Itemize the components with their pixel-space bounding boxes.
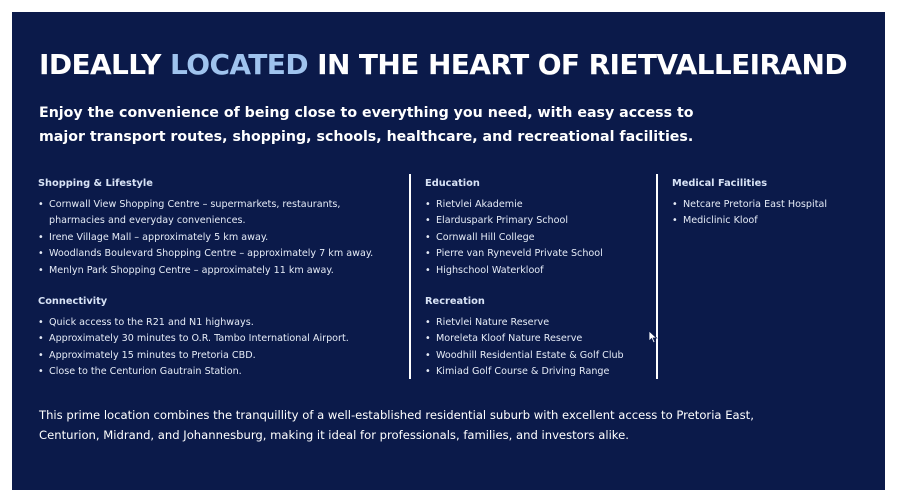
- list-education: Rietvlei AkademieElarduspark Primary Sch…: [425, 197, 657, 279]
- closing-text: This prime location combines the tranqui…: [39, 408, 754, 442]
- list-shopping: Cornwall View Shopping Centre – supermar…: [38, 197, 390, 279]
- intro-text: Enjoy the convenience of being close to …: [39, 105, 694, 145]
- column-right: Medical Facilities Netcare Pretoria East…: [672, 176, 872, 230]
- list-medical: Netcare Pretoria East HospitalMediclinic…: [672, 197, 872, 230]
- list-item: Rietvlei Nature Reserve: [425, 315, 657, 332]
- list-item: Mediclinic Kloof: [672, 213, 872, 230]
- list-item: Quick access to the R21 and N1 highways.: [38, 315, 390, 332]
- list-item: Close to the Centurion Gautrain Station.: [38, 364, 390, 381]
- list-item: Elarduspark Primary School: [425, 213, 657, 230]
- column-divider-1: [409, 174, 411, 379]
- section-title-education: Education: [425, 178, 480, 189]
- list-connectivity: Quick access to the R21 and N1 highways.…: [38, 315, 390, 381]
- page-headline: IDEALLY LOCATED IN THE HEART OF RIETVALL…: [39, 48, 848, 82]
- list-item: Netcare Pretoria East Hospital: [672, 197, 872, 214]
- section-education: Education Rietvlei AkademieElarduspark P…: [425, 176, 657, 279]
- list-recreation: Rietvlei Nature ReserveMoreleta Kloof Na…: [425, 315, 657, 381]
- section-medical: Medical Facilities Netcare Pretoria East…: [672, 176, 872, 230]
- column-left: Shopping & Lifestyle Cornwall View Shopp…: [38, 176, 390, 381]
- list-item: Woodhill Residential Estate & Golf Club: [425, 348, 657, 365]
- list-item: Approximately 30 minutes to O.R. Tambo I…: [38, 331, 390, 348]
- location-panel: IDEALLY LOCATED IN THE HEART OF RIETVALL…: [12, 12, 885, 490]
- headline-part1: IDEALLY: [39, 48, 171, 81]
- column-divider-2: [656, 174, 658, 379]
- column-middle: Education Rietvlei AkademieElarduspark P…: [425, 176, 657, 381]
- list-item: Cornwall Hill College: [425, 230, 657, 247]
- mouse-pointer-icon: [648, 330, 658, 344]
- list-item: Highschool Waterkloof: [425, 263, 657, 280]
- section-recreation: Recreation Rietvlei Nature ReserveMorele…: [425, 294, 657, 381]
- list-item: Kimiad Golf Course & Driving Range: [425, 364, 657, 381]
- section-connectivity: Connectivity Quick access to the R21 and…: [38, 294, 390, 381]
- section-title-medical: Medical Facilities: [672, 178, 768, 189]
- section-title-shopping: Shopping & Lifestyle: [38, 178, 153, 189]
- headline-part2: IN THE HEART OF RIETVALLEIRAND: [307, 48, 847, 81]
- list-item: Rietvlei Akademie: [425, 197, 657, 214]
- list-item: Irene Village Mall – approximately 5 km …: [38, 230, 390, 247]
- section-title-recreation: Recreation: [425, 296, 485, 308]
- list-item: Woodlands Boulevard Shopping Centre – ap…: [38, 246, 390, 263]
- section-shopping: Shopping & Lifestyle Cornwall View Shopp…: [38, 176, 390, 279]
- list-item: Cornwall View Shopping Centre – supermar…: [38, 197, 390, 230]
- list-item: Moreleta Kloof Nature Reserve: [425, 331, 657, 348]
- headline-accent: LOCATED: [170, 48, 309, 81]
- list-item: Approximately 15 minutes to Pretoria CBD…: [38, 348, 390, 365]
- section-title-connectivity: Connectivity: [38, 296, 108, 308]
- list-item: Menlyn Park Shopping Centre – approximat…: [38, 263, 390, 280]
- list-item: Pierre van Ryneveld Private School: [425, 246, 657, 263]
